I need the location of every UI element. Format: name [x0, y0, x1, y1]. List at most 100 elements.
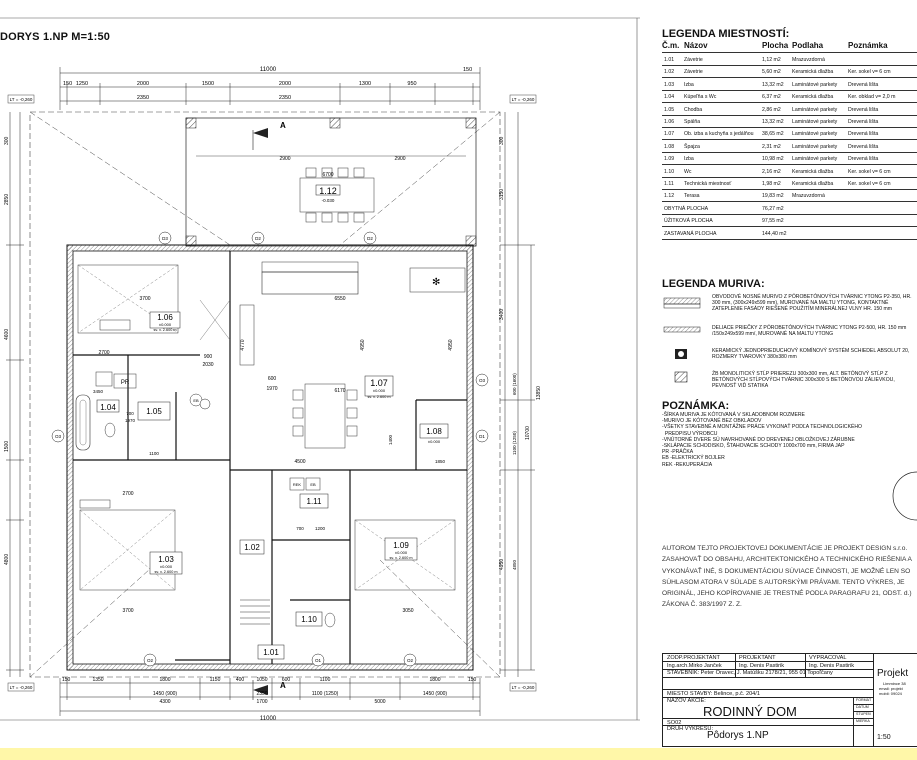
table-cell: OBYTNÁ PLOCHA — [664, 205, 709, 212]
table-cell: 1.01 — [664, 57, 675, 63]
table-cell: Ker. obklad v= 2,0 m — [848, 94, 896, 101]
table-cell: 1.03 — [664, 81, 675, 88]
room-label: 1.01 — [263, 648, 279, 657]
dim-top-sub: 2350 — [279, 95, 291, 101]
dim-right: 300 — [499, 136, 505, 145]
dim-text: 3050 — [402, 608, 413, 614]
bottom-strip — [0, 748, 917, 760]
table-cell: 97,55 m2 — [762, 218, 784, 225]
dim-left: 4600 — [4, 329, 10, 340]
table-cell: Ker. sokel v= 6 cm — [848, 168, 891, 175]
dim-bottom-sub: 5000 — [374, 699, 385, 705]
table-cell: Mrazuvzdorná — [792, 193, 825, 200]
table-cell: Kúpeľňa s Wc — [684, 94, 717, 101]
dim-bottom: 1800 — [159, 677, 170, 683]
dim-text: 1100 — [149, 451, 159, 456]
room-level: ±0.000 — [428, 439, 441, 444]
table-cell: Technická miestnosť — [684, 181, 732, 187]
window-tag: D2 — [367, 236, 373, 241]
dim-right: 600 (1600) — [512, 373, 517, 395]
dim-text: 1970 — [125, 418, 136, 423]
room-label: 1.02 — [244, 543, 260, 552]
table-cell: ÚŽITKOVÁ PLOCHA — [664, 218, 713, 225]
legend-wall-item: ŽB MONOLITICKÝ STĹP PRIEREZU 300x300 mm,… — [662, 371, 917, 391]
col-header: Podlaha — [792, 41, 824, 50]
note-line: PR -PRÁČKA — [662, 449, 694, 456]
legend-wall-item: OBVODOVÉ NOSNÉ MURIVO Z PÓROBETÓNOVÝCH T… — [662, 294, 917, 318]
legend-wall-item: DELIACE PRIEČKY Z PÓROBETÓNOVÝCH TVÁRNIC… — [662, 325, 917, 339]
table-cell: Drevená lišta — [848, 143, 879, 150]
table-cell: 1.06 — [664, 119, 675, 125]
dim-text: 1200 — [315, 526, 326, 531]
floor-plan: 11000 150 1250 2000 1500 2000 1300 950 1… — [0, 17, 640, 722]
room-label: 1.08 — [426, 427, 442, 436]
room-sub: sv. v. 2.600 m — [154, 570, 177, 574]
col-header: Č.m. — [662, 41, 680, 50]
table-cell: Závetrie — [684, 57, 703, 63]
window-tag: D2 — [255, 236, 261, 241]
note-line: -SKLÁPACIE SCHODISKO, ŠTAHOVACIE SCHODY … — [662, 443, 845, 450]
tb-nazov-label: NÁZOV AKCIE: — [667, 698, 706, 704]
dim-text: 2700 — [122, 491, 133, 497]
section-marker: A — [280, 121, 286, 130]
dim-text: 6700 — [322, 172, 333, 178]
room-label: 1.09 — [393, 541, 409, 550]
dim-top-seg: 950 — [407, 81, 416, 87]
dim-right: 13850 — [536, 386, 542, 400]
dim-left: 2850 — [4, 194, 10, 205]
table-cell: Chodba — [684, 106, 703, 113]
note-line: REK -REKUPERÁCIA — [662, 461, 713, 468]
room-label: 1.03 — [158, 555, 174, 564]
room-label: 1.11 — [307, 497, 323, 506]
dim-right: 4950 — [499, 559, 505, 570]
dim-top-seg: 1250 — [76, 81, 88, 87]
tb-proj: Ing. Denis Pastirik — [739, 663, 785, 669]
room-label: 1.04 — [100, 403, 116, 412]
table-cell: 10,98 m2 — [762, 156, 784, 163]
dim-top-seg: 150 — [463, 67, 472, 73]
copyright-note: AUTOROM TEJTO PROJEKTOVEJ DOKUMENTÁCIE J… — [662, 545, 912, 609]
tb-druh: Pôdorys 1.NP — [707, 730, 769, 741]
tb-stupen: STUPEŇ — [856, 712, 871, 716]
table-cell: Laminátové parkety — [792, 131, 838, 138]
dim-right: 3400 — [499, 309, 505, 320]
table-cell: Ker. sokel v= 6 cm — [848, 69, 891, 76]
dim-bottom: 150 — [468, 677, 477, 683]
table-cell: Terasa — [684, 193, 700, 200]
legend-rooms-header: Č.m. Názov Plocha Podlaha Poznámka — [662, 41, 917, 53]
notes-title: POZNÁMKA: — [662, 400, 730, 412]
window-tag: O3 — [479, 378, 486, 383]
room-level: ±0.000 — [395, 550, 408, 555]
dim-text: 6170 — [334, 388, 345, 394]
dim-bottom: 1150 — [210, 677, 221, 683]
dim-bottom-sub: 4300 — [159, 699, 170, 705]
dim-top-seg: 1300 — [359, 81, 371, 87]
room-label: 1.06 — [157, 313, 173, 322]
wall-hatch-icon — [663, 297, 701, 309]
room-level: ±0.000 — [160, 564, 173, 569]
table-cell: 76,27 m2 — [762, 205, 784, 212]
dim-right: 3150 — [499, 189, 505, 200]
table-cell: Drevená lišta — [848, 119, 879, 125]
dim-text: 2900 — [279, 156, 290, 162]
table-cell: 38,65 m2 — [762, 131, 784, 138]
dim-text: 2900 — [394, 156, 405, 162]
dim-bottom-sub: 1450 (900) — [153, 691, 178, 697]
plan-title: DORYS 1.NP M=1:50 — [0, 31, 111, 43]
table-cell: Keramická dlažba — [792, 181, 834, 187]
tb-vyp-label: VYPRACOVAL — [809, 655, 847, 661]
dim-bottom: 1350 — [92, 677, 103, 683]
dim-left: 4800 — [4, 554, 10, 565]
level-mark-left: LT = -0,260 — [10, 97, 33, 102]
table-cell: 2,16 m2 — [762, 168, 781, 175]
room-label: 1.05 — [146, 407, 162, 416]
legend-panel: LEGENDA MIESTNOSTÍ: Č.m. Názov Plocha Po… — [662, 0, 917, 760]
table-cell: Ob. izba a kuchyňa s jedálňou — [684, 131, 754, 138]
tb-mierka: MIERKA — [856, 719, 870, 723]
legend-wall-text: KERAMICKÝ JEDNOPRIEDUCHOVÝ KOMÍNOVÝ SYST… — [712, 348, 910, 360]
dim-bottom: 400 — [236, 677, 245, 683]
dim-text: 700 — [296, 526, 304, 531]
